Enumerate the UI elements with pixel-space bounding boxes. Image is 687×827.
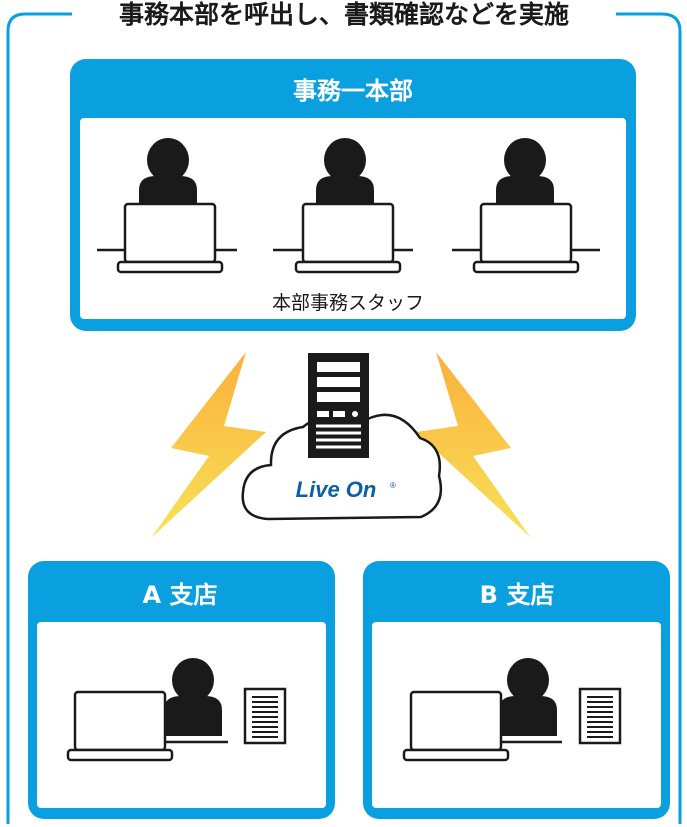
lightning-icon <box>416 352 531 538</box>
liveon-logo-text: Live On <box>296 477 377 502</box>
server-icon <box>308 353 369 458</box>
liveon-logo-mark: ® <box>390 481 396 490</box>
hq-header: 事務一本部 <box>293 77 413 105</box>
branch-b-header: B 支店 <box>480 581 555 609</box>
laptop-icon <box>294 202 402 274</box>
hq-staff-3 <box>452 138 600 274</box>
hq-staff-2 <box>273 138 413 274</box>
diagram-title: 事務本部を呼出し、書類確認などを実施 <box>119 0 569 29</box>
hq-panel: 事務一本部 本部事務スタッフ <box>70 59 636 331</box>
document-icon <box>243 687 287 745</box>
branch-b-panel: B 支店 <box>363 561 670 819</box>
branch-a-panel: A 支店 <box>28 561 335 819</box>
laptop-icon <box>116 202 224 274</box>
laptop-icon <box>472 202 580 274</box>
lightning-icon <box>151 352 266 538</box>
cloud-server: Live On ® <box>241 353 443 521</box>
laptop-icon <box>402 690 510 762</box>
hq-staff-label: 本部事務スタッフ <box>272 292 424 314</box>
hq-staff-1 <box>97 138 237 274</box>
branch-a-header: A 支店 <box>143 581 218 609</box>
laptop-icon <box>66 690 174 762</box>
document-icon <box>578 687 622 745</box>
outer-frame <box>6 12 682 824</box>
